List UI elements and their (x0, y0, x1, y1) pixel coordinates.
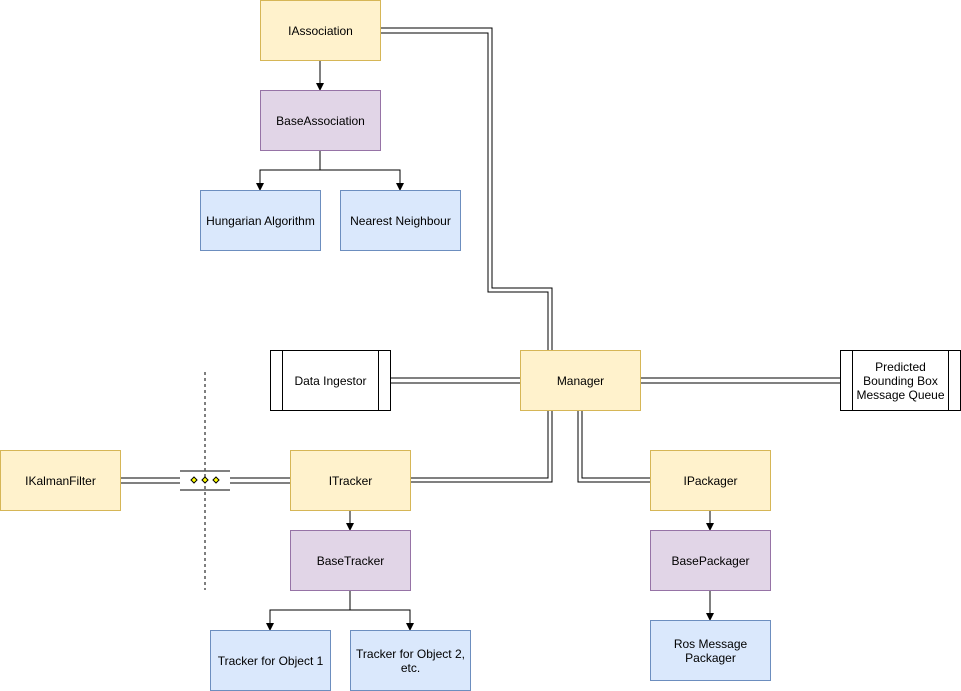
node-hungarian-algorithm[interactable]: Hungarian Algorithm (200, 190, 321, 251)
node-ros-message-packager-label: Ros Message Packager (673, 636, 748, 665)
node-tracker-object-1[interactable]: Tracker for Object 1 (210, 630, 331, 691)
node-iassociation-label: IAssociation (288, 23, 353, 38)
node-nearest-neighbour[interactable]: Nearest Neighbour (340, 190, 461, 251)
arrow-baseassociation-nearest (320, 169, 404, 191)
node-basepackager-label: BasePackager (671, 553, 750, 568)
link-manager-itracker (410, 410, 553, 483)
arrow-baseassociation-hungarian (256, 150, 321, 191)
node-nearest-neighbour-label: Nearest Neighbour (350, 213, 451, 228)
node-data-ingestor[interactable]: Data Ingestor (270, 350, 391, 411)
node-hungarian-algorithm-label: Hungarian Algorithm (206, 213, 315, 228)
arrow-basetracker-tracker2 (350, 609, 414, 631)
node-ikalmanfilter[interactable]: IKalmanFilter (0, 450, 121, 511)
link-manager-queue (640, 377, 840, 384)
node-ikalmanfilter-label: IKalmanFilter (25, 473, 96, 488)
link-iassociation-manager (380, 27, 553, 350)
node-predicted-queue-label: Predicted Bounding Box Message Queue (856, 359, 945, 402)
node-baseassociation-label: BaseAssociation (276, 113, 365, 128)
junction-dots (190, 476, 220, 484)
node-tracker-object-2-label: Tracker for Object 2, etc. (356, 646, 465, 675)
node-iassociation[interactable]: IAssociation (260, 0, 381, 61)
node-basetracker-label: BaseTracker (316, 553, 385, 568)
node-manager[interactable]: Manager (520, 350, 641, 411)
node-ipackager-label: IPackager (683, 473, 738, 488)
node-baseassociation[interactable]: BaseAssociation (260, 90, 381, 151)
arrow-basetracker-tracker1 (266, 590, 351, 631)
node-ipackager[interactable]: IPackager (650, 450, 771, 511)
node-data-ingestor-label: Data Ingestor (294, 373, 367, 388)
node-tracker-object-1-label: Tracker for Object 1 (217, 653, 324, 668)
node-itracker[interactable]: ITracker (290, 450, 411, 511)
node-ros-message-packager[interactable]: Ros Message Packager (650, 620, 771, 681)
node-itracker-label: ITracker (328, 473, 373, 488)
link-ingestor-manager (390, 377, 520, 384)
node-basetracker[interactable]: BaseTracker (290, 530, 411, 591)
node-manager-label: Manager (556, 373, 605, 388)
link-manager-ipackager (577, 410, 650, 483)
node-basepackager[interactable]: BasePackager (650, 530, 771, 591)
node-predicted-queue[interactable]: Predicted Bounding Box Message Queue (840, 350, 961, 411)
node-tracker-object-2[interactable]: Tracker for Object 2, etc. (350, 630, 471, 691)
